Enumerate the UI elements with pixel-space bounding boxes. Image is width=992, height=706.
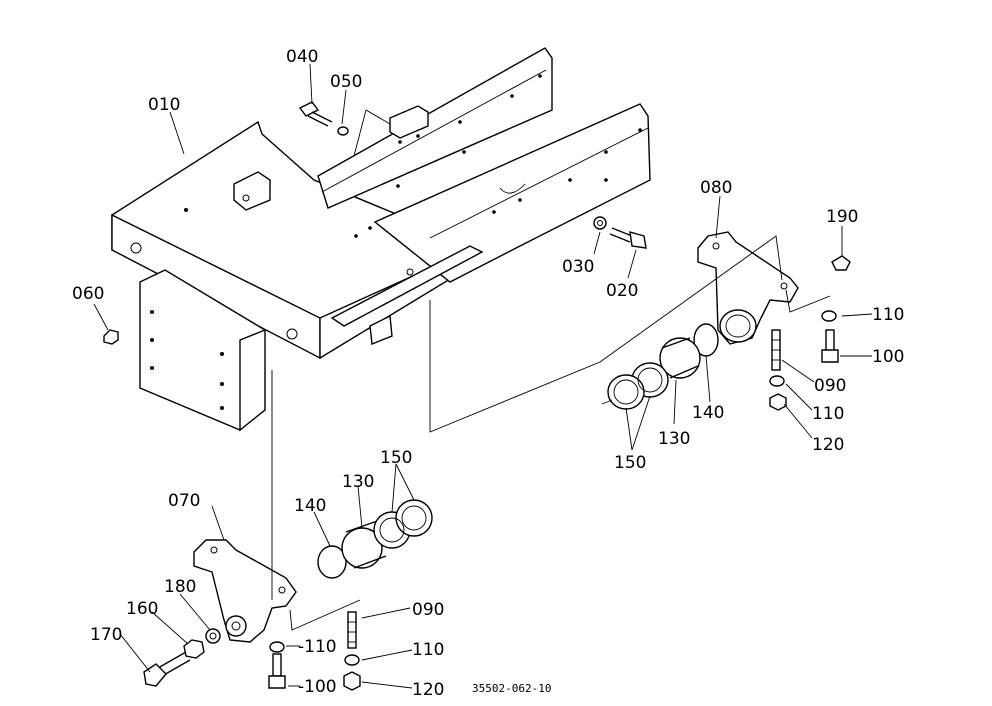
label-180: 180 bbox=[164, 577, 196, 597]
nut-120-left bbox=[343, 671, 361, 691]
part-number-labels: 010 040 050 030 020 060 080 190 110 100 … bbox=[72, 47, 904, 700]
bolt-100-right bbox=[821, 329, 839, 363]
bushing-set-right bbox=[607, 323, 719, 410]
label-160: 160 bbox=[126, 599, 158, 619]
bolt-020 bbox=[609, 227, 647, 249]
label-030: 030 bbox=[562, 257, 594, 277]
label-050: 050 bbox=[330, 72, 362, 92]
assembly-lines bbox=[271, 109, 831, 631]
label-110-right-top: 110 bbox=[872, 305, 904, 325]
label-130-right: 130 bbox=[658, 429, 690, 449]
drawing-code: 35502-062-10 bbox=[472, 682, 551, 695]
washer-110-left-a bbox=[269, 641, 285, 653]
bolt-100-left bbox=[268, 653, 286, 689]
washer-050 bbox=[337, 126, 349, 136]
washer-110-right-bottom bbox=[769, 375, 785, 387]
bracket-080 bbox=[697, 231, 799, 345]
label-130-left: 130 bbox=[342, 472, 374, 492]
label-110-left-a: -110 bbox=[298, 637, 337, 657]
lock-washer-030 bbox=[593, 216, 607, 230]
bolt-170 bbox=[143, 651, 191, 687]
label-090-right: 090 bbox=[814, 376, 846, 396]
nut-060 bbox=[103, 329, 119, 345]
label-020: 020 bbox=[606, 281, 638, 301]
bolt-040 bbox=[298, 101, 333, 127]
label-010: 010 bbox=[148, 95, 180, 115]
grease-fitting-190 bbox=[831, 255, 851, 271]
label-090-left: 090 bbox=[412, 600, 444, 620]
label-110-right-bottom: 110 bbox=[812, 404, 844, 424]
label-140-left: 140 bbox=[294, 496, 326, 516]
label-100-left: -100 bbox=[298, 677, 337, 697]
label-140-right: 140 bbox=[692, 403, 724, 423]
label-100-right: 100 bbox=[872, 347, 904, 367]
label-120-left: 120 bbox=[412, 680, 444, 700]
label-110-left-b: 110 bbox=[412, 640, 444, 660]
frame-assembly-010 bbox=[111, 47, 651, 432]
nut-160 bbox=[183, 639, 205, 659]
washer-180 bbox=[205, 628, 221, 644]
label-150-right: 150 bbox=[614, 453, 646, 473]
label-190: 190 bbox=[826, 207, 858, 227]
label-040: 040 bbox=[286, 47, 318, 67]
leader-lines bbox=[93, 63, 873, 689]
stud-090-left bbox=[347, 611, 357, 649]
washer-110-right-top bbox=[821, 310, 837, 322]
label-080: 080 bbox=[700, 178, 732, 198]
label-060: 060 bbox=[72, 284, 104, 304]
bushing-set-left bbox=[317, 499, 433, 579]
bracket-070 bbox=[193, 539, 297, 643]
label-070: 070 bbox=[168, 491, 200, 511]
label-120-right: 120 bbox=[812, 435, 844, 455]
label-170: 170 bbox=[90, 625, 122, 645]
stud-090-right bbox=[771, 329, 781, 371]
washer-110-left-b bbox=[344, 654, 360, 666]
label-150-left: 150 bbox=[380, 448, 412, 468]
nut-120-right bbox=[769, 393, 787, 411]
